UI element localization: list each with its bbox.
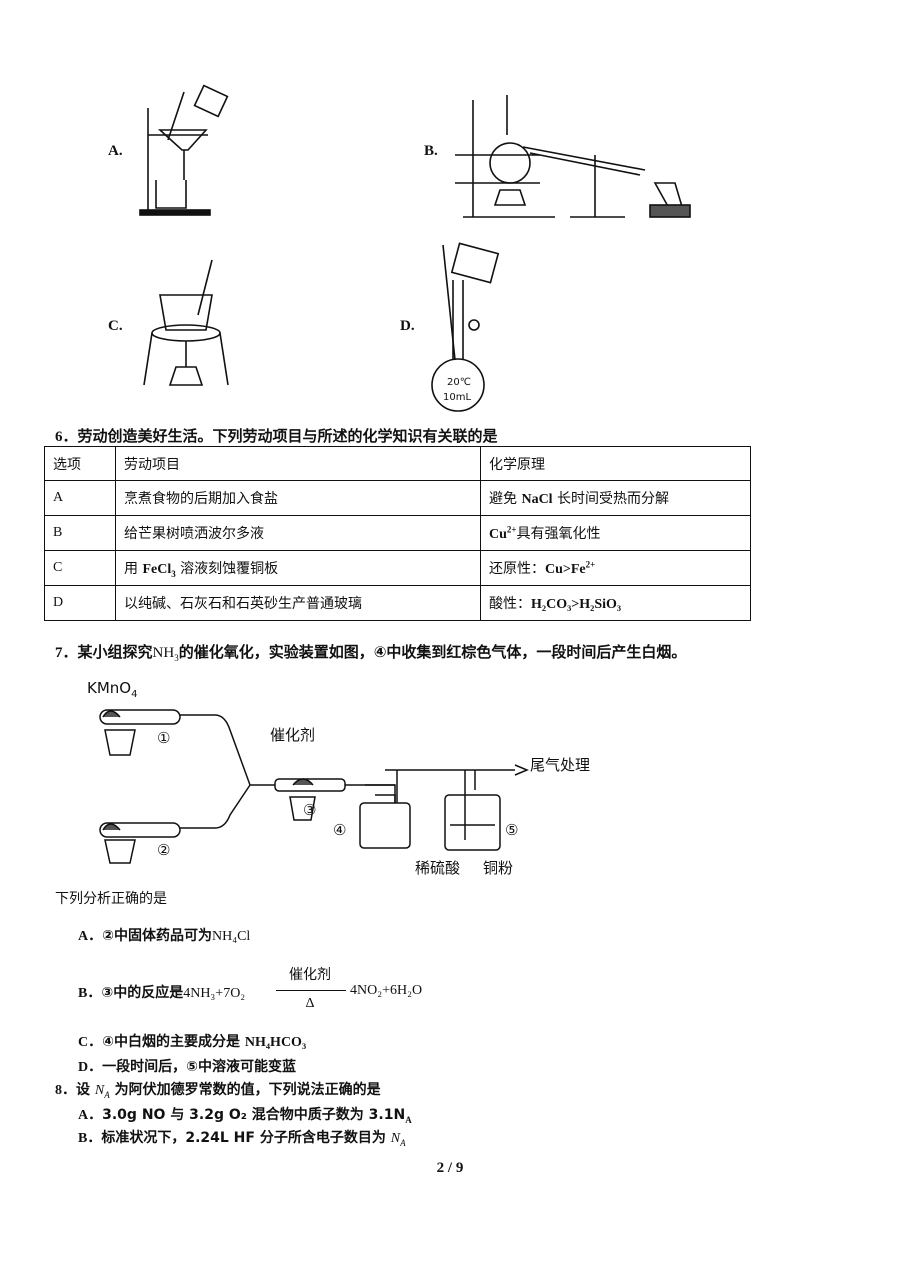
table-row: C 用 FeCl3 溶液刻蚀覆铜板 还原性：Cu>Fe2+	[44, 550, 751, 586]
question-6-stem: 6．劳动创造美好生活。下列劳动项目与所述的化学知识有关联的是	[55, 427, 498, 445]
catalyst-label: 催化剂	[270, 726, 315, 744]
q7-option-b: B．③中的反应是4NH₃+7O₂	[78, 985, 246, 1001]
option-c-label: C.	[108, 318, 123, 334]
option-a-label: A.	[108, 143, 123, 159]
question-7-stem: 7．某小组探究NH3的催化氧化，实验装置如图，④中收集到红棕色气体，一段时间后产…	[55, 643, 687, 663]
q7-option-d: D．一段时间后，⑤中溶液可能变蓝	[78, 1059, 296, 1075]
filtration-apparatus	[139, 84, 229, 216]
label-3: ③	[303, 801, 316, 819]
header-item: 劳动项目	[115, 446, 481, 481]
flask-volume-label: 10mL	[443, 392, 471, 403]
tail-gas-label: 尾气处理	[530, 756, 590, 774]
option-b-label: B.	[424, 143, 438, 159]
q7-option-c: C．④中白烟的主要成分是 NH₄HCO₃	[78, 1034, 307, 1050]
kmno4-sub: 4	[131, 689, 137, 700]
labor-table: 选项 劳动项目 化学原理 A 烹煮食物的后期加入食盐 避免 NaCl 长时间受热…	[44, 446, 751, 621]
kmno4-label: KMnO	[87, 679, 131, 697]
reaction-arrow-line	[276, 990, 346, 991]
label-5: ⑤	[505, 821, 518, 839]
option-d-label: D.	[400, 318, 415, 334]
q7-option-a: A．②中固体药品可为NH₄Cl	[78, 928, 251, 944]
table-row: D 以纯碱、石灰石和石英砂生产普通玻璃 酸性：H₂CO₃>H₂SiO₃	[44, 585, 751, 621]
reaction-condition-top: 催化剂	[289, 967, 331, 983]
copper-powder-label: 铜粉	[483, 859, 513, 877]
label-4: ④	[333, 821, 346, 839]
reaction-condition-bottom: Δ	[305, 996, 315, 1011]
q8-option-b: B．标准状况下，2.24L HF 分子所含电子数目为 NA	[78, 1130, 406, 1148]
label-2: ②	[157, 841, 170, 859]
table-row: A 烹煮食物的后期加入食盐 避免 NaCl 长时间受热而分解	[44, 480, 751, 516]
volumetric-flask-apparatus: 20℃ 10mL	[431, 242, 500, 412]
svg-text:KMnO4: KMnO4	[87, 679, 137, 700]
label-1: ①	[157, 729, 170, 747]
q8-option-a: A．3.0g NO 与 3.2g O₂ 混合物中质子数为 3.1NA	[78, 1107, 412, 1125]
question-8-stem: 8．设 NA 为阿伏加德罗常数的值，下列说法正确的是	[55, 1082, 381, 1100]
dilute-acid-label: 稀硫酸	[415, 859, 460, 877]
reaction-products: 4NO₂+6H₂O	[350, 983, 423, 998]
page-number: 2 / 9	[436, 1160, 464, 1176]
evaporation-apparatus	[143, 259, 229, 386]
table-row: B 给芒果树喷洒波尔多液 Cu2+具有强氧化性	[44, 515, 751, 551]
table-header-row: 选项 劳动项目 化学原理	[44, 446, 751, 481]
flask-temp-label: 20℃	[447, 377, 471, 388]
distillation-apparatus	[455, 95, 691, 218]
header-principle: 化学原理	[480, 446, 751, 481]
catalytic-oxidation-apparatus: KMnO4 ① ② 催化剂 ③ ④ ⑤ 尾气处理 稀硫酸 铜粉	[87, 679, 590, 877]
question-7-lead: 下列分析正确的是	[55, 891, 167, 907]
header-option: 选项	[44, 446, 116, 481]
